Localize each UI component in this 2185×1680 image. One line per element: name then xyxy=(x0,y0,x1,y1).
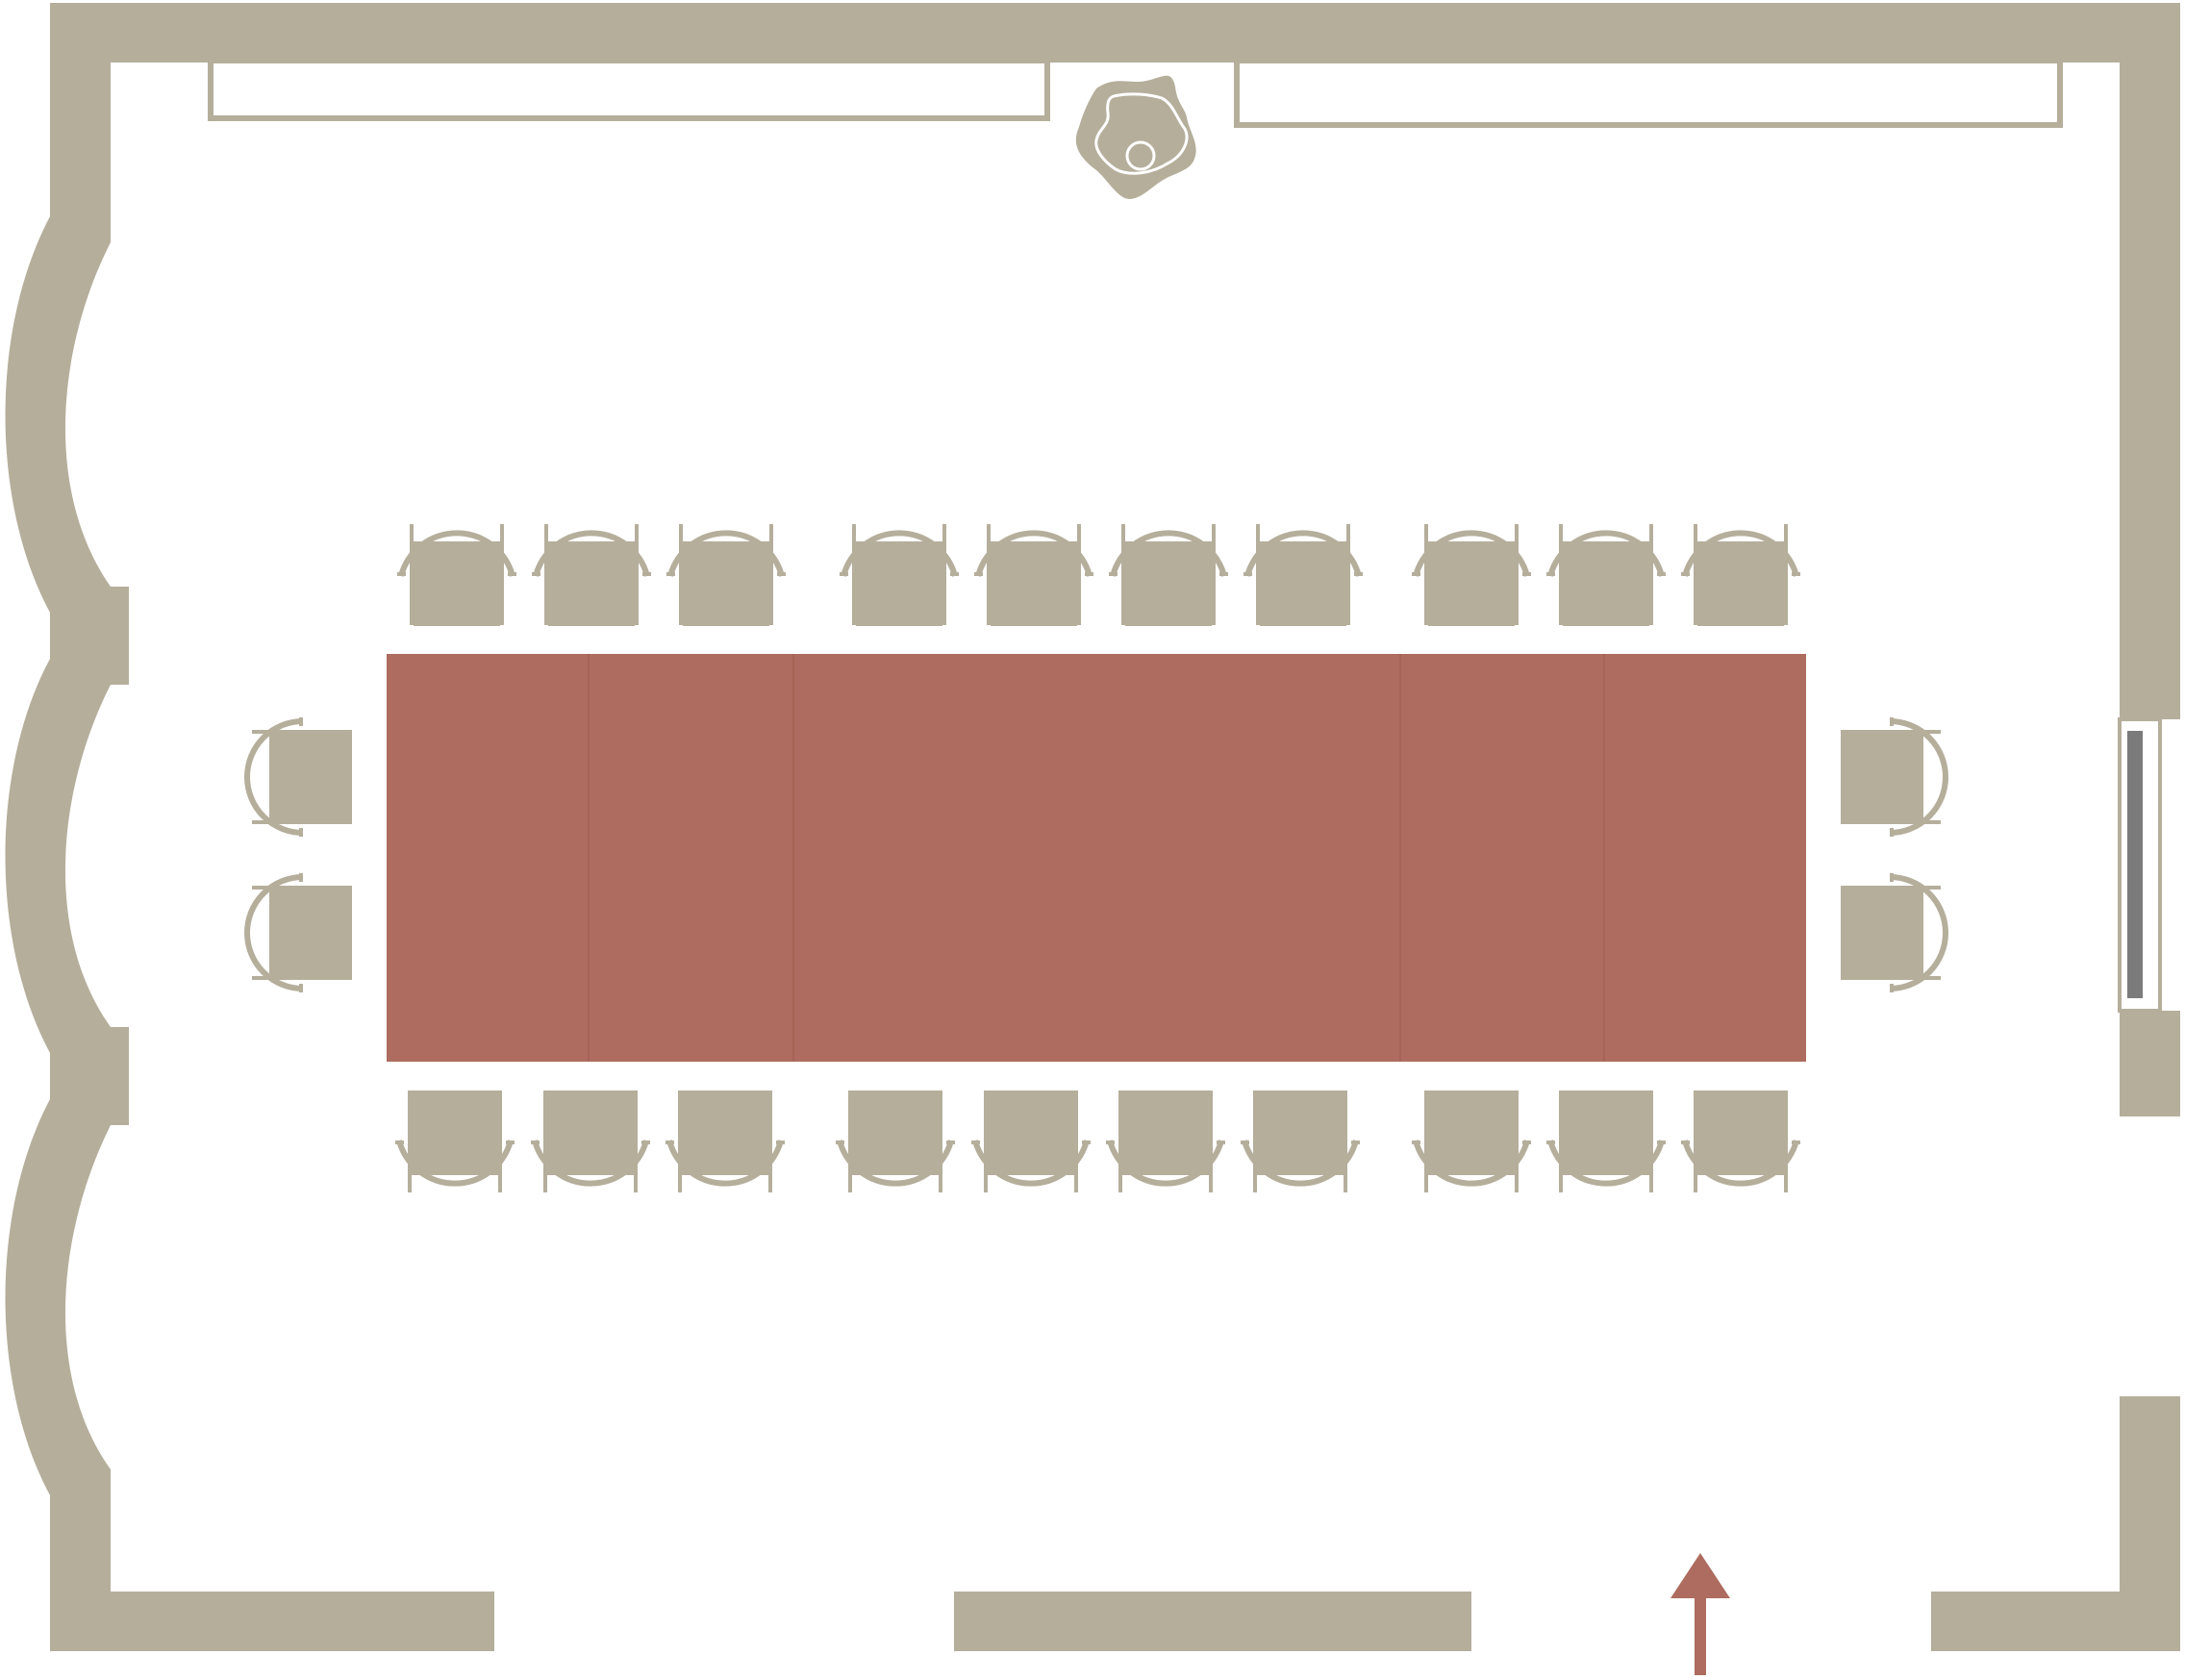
chair-bottom xyxy=(1412,1091,1531,1192)
chair-top xyxy=(1546,524,1666,626)
chair-top xyxy=(666,524,786,626)
conference-table xyxy=(387,654,1806,1062)
chair-bottom xyxy=(836,1091,955,1192)
chairs xyxy=(244,524,1948,1192)
chair-top xyxy=(1243,524,1363,626)
screen-icon xyxy=(2127,731,2143,998)
chair-top xyxy=(532,524,651,626)
chair-left xyxy=(244,717,352,837)
top-wall xyxy=(50,3,2180,63)
fireplace-icon xyxy=(1075,75,1196,199)
walls xyxy=(5,3,2180,1651)
right-wall-upper xyxy=(2120,3,2180,719)
entrance-arrow-icon xyxy=(1670,1553,1730,1675)
windows xyxy=(208,58,2063,128)
wall-screen xyxy=(2127,731,2143,998)
chair-top xyxy=(974,524,1093,626)
bottom-wall-left xyxy=(50,1592,494,1651)
fireplace-ring xyxy=(1125,140,1156,171)
left-bay-wall xyxy=(5,3,129,1651)
window-left xyxy=(208,58,1050,121)
chair-bottom xyxy=(1241,1091,1360,1192)
chair-bottom xyxy=(531,1091,650,1192)
chair-top xyxy=(1109,524,1228,626)
chair-bottom xyxy=(395,1091,515,1192)
chair-bottom xyxy=(1681,1091,1800,1192)
window-right xyxy=(1234,58,2063,128)
chair-top xyxy=(1681,524,1800,626)
fireplace-body xyxy=(1075,75,1196,199)
chair-top xyxy=(1412,524,1531,626)
fireplace-outline xyxy=(1094,92,1189,175)
right-wall-middle xyxy=(2120,1011,2180,1116)
chair-right xyxy=(1841,873,1948,992)
arrow-head xyxy=(1670,1553,1730,1598)
bottom-wall-middle xyxy=(954,1592,1471,1651)
arrow-shaft xyxy=(1695,1596,1706,1675)
chair-top xyxy=(397,524,516,626)
chair-right xyxy=(1841,717,1948,837)
chair-bottom xyxy=(1106,1091,1225,1192)
chair-bottom xyxy=(971,1091,1091,1192)
chair-top xyxy=(840,524,959,626)
chair-bottom xyxy=(666,1091,785,1192)
bottom-wall-right xyxy=(1931,1592,2180,1651)
chair-left xyxy=(244,873,352,992)
chair-bottom xyxy=(1546,1091,1666,1192)
table-top xyxy=(387,654,1806,1062)
